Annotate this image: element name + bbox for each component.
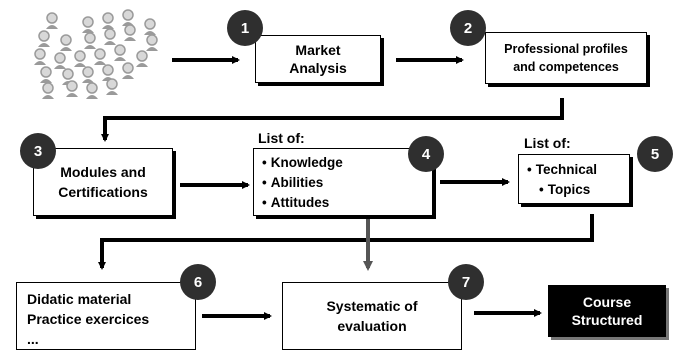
step-5-item: Topics bbox=[527, 180, 629, 200]
arrow-2-to-3 bbox=[101, 98, 564, 142]
step-1-line-2: Analysis bbox=[289, 60, 347, 76]
person-icon bbox=[124, 24, 136, 41]
person-icon bbox=[34, 48, 46, 65]
person-icon bbox=[86, 82, 98, 99]
step-1-line-1: Market bbox=[295, 42, 341, 58]
person-icon bbox=[146, 34, 158, 51]
person-icon bbox=[102, 64, 114, 81]
step-4-box: Knowledge Abilities Attitudes bbox=[253, 148, 433, 216]
step-7-line-2: evaluation bbox=[337, 318, 407, 334]
step-5-box: Technical Topics bbox=[518, 154, 630, 204]
person-icon bbox=[144, 18, 156, 35]
step-6-box: Didatic material Practice exercices ... bbox=[16, 282, 196, 350]
person-icon bbox=[82, 16, 94, 33]
step-2-line-2: and competences bbox=[513, 60, 619, 74]
course-structured-box: Course Structured bbox=[548, 285, 666, 337]
person-icon bbox=[106, 78, 118, 95]
person-icon bbox=[84, 32, 96, 49]
result-line-2: Structured bbox=[571, 312, 643, 328]
step-3-line-2: Certifications bbox=[58, 184, 148, 200]
step-3-badge: 3 bbox=[20, 133, 56, 169]
person-icon bbox=[60, 34, 72, 51]
step-4-item: Attitudes bbox=[262, 193, 432, 213]
step-3-line-1: Modules and bbox=[60, 164, 146, 180]
step-7-line-1: Systematic of bbox=[326, 298, 418, 314]
step-4-list: Knowledge Abilities Attitudes bbox=[262, 153, 432, 213]
person-icon bbox=[114, 44, 126, 61]
step-5-list: Technical Topics bbox=[527, 160, 629, 200]
step-3-box: Modules and Certifications bbox=[33, 148, 173, 216]
step-4-item: Knowledge bbox=[262, 153, 432, 173]
person-icon bbox=[104, 28, 116, 45]
person-icon bbox=[46, 12, 58, 29]
step-6-line-1: Didatic material bbox=[27, 291, 132, 307]
step-4-badge: 4 bbox=[408, 136, 444, 172]
person-icon bbox=[102, 12, 114, 29]
person-icon bbox=[54, 52, 66, 69]
arrow-5-to-6 bbox=[98, 214, 594, 270]
person-icon bbox=[122, 9, 134, 26]
step-4-heading: List of: bbox=[258, 130, 305, 146]
step-4-item: Abilities bbox=[262, 173, 432, 193]
step-6-line-3: ... bbox=[27, 331, 39, 347]
step-2-line-1: Professional profiles bbox=[504, 42, 628, 56]
person-icon bbox=[94, 48, 106, 65]
step-2-box: Professional profiles and competences bbox=[485, 32, 647, 84]
step-1-badge: 1 bbox=[227, 10, 263, 46]
person-icon bbox=[38, 30, 50, 47]
person-icon bbox=[122, 62, 134, 79]
person-icon bbox=[42, 82, 54, 99]
step-2-badge: 2 bbox=[450, 10, 486, 46]
step-6-badge: 6 bbox=[180, 264, 216, 300]
people-crowd-icon bbox=[34, 9, 158, 99]
step-5-heading: List of: bbox=[524, 135, 571, 151]
step-5-badge: 5 bbox=[637, 136, 673, 172]
step-6-line-2: Practice exercices bbox=[27, 311, 150, 327]
person-icon bbox=[40, 66, 52, 83]
person-icon bbox=[136, 50, 148, 67]
step-7-box: Systematic of evaluation bbox=[282, 282, 462, 350]
step-7-badge: 7 bbox=[448, 264, 484, 300]
step-5-item: Technical bbox=[527, 160, 629, 180]
step-1-box: Market Analysis bbox=[255, 35, 381, 83]
person-icon bbox=[66, 80, 78, 97]
person-icon bbox=[82, 66, 94, 83]
person-icon bbox=[74, 50, 86, 67]
result-line-1: Course bbox=[582, 294, 632, 310]
